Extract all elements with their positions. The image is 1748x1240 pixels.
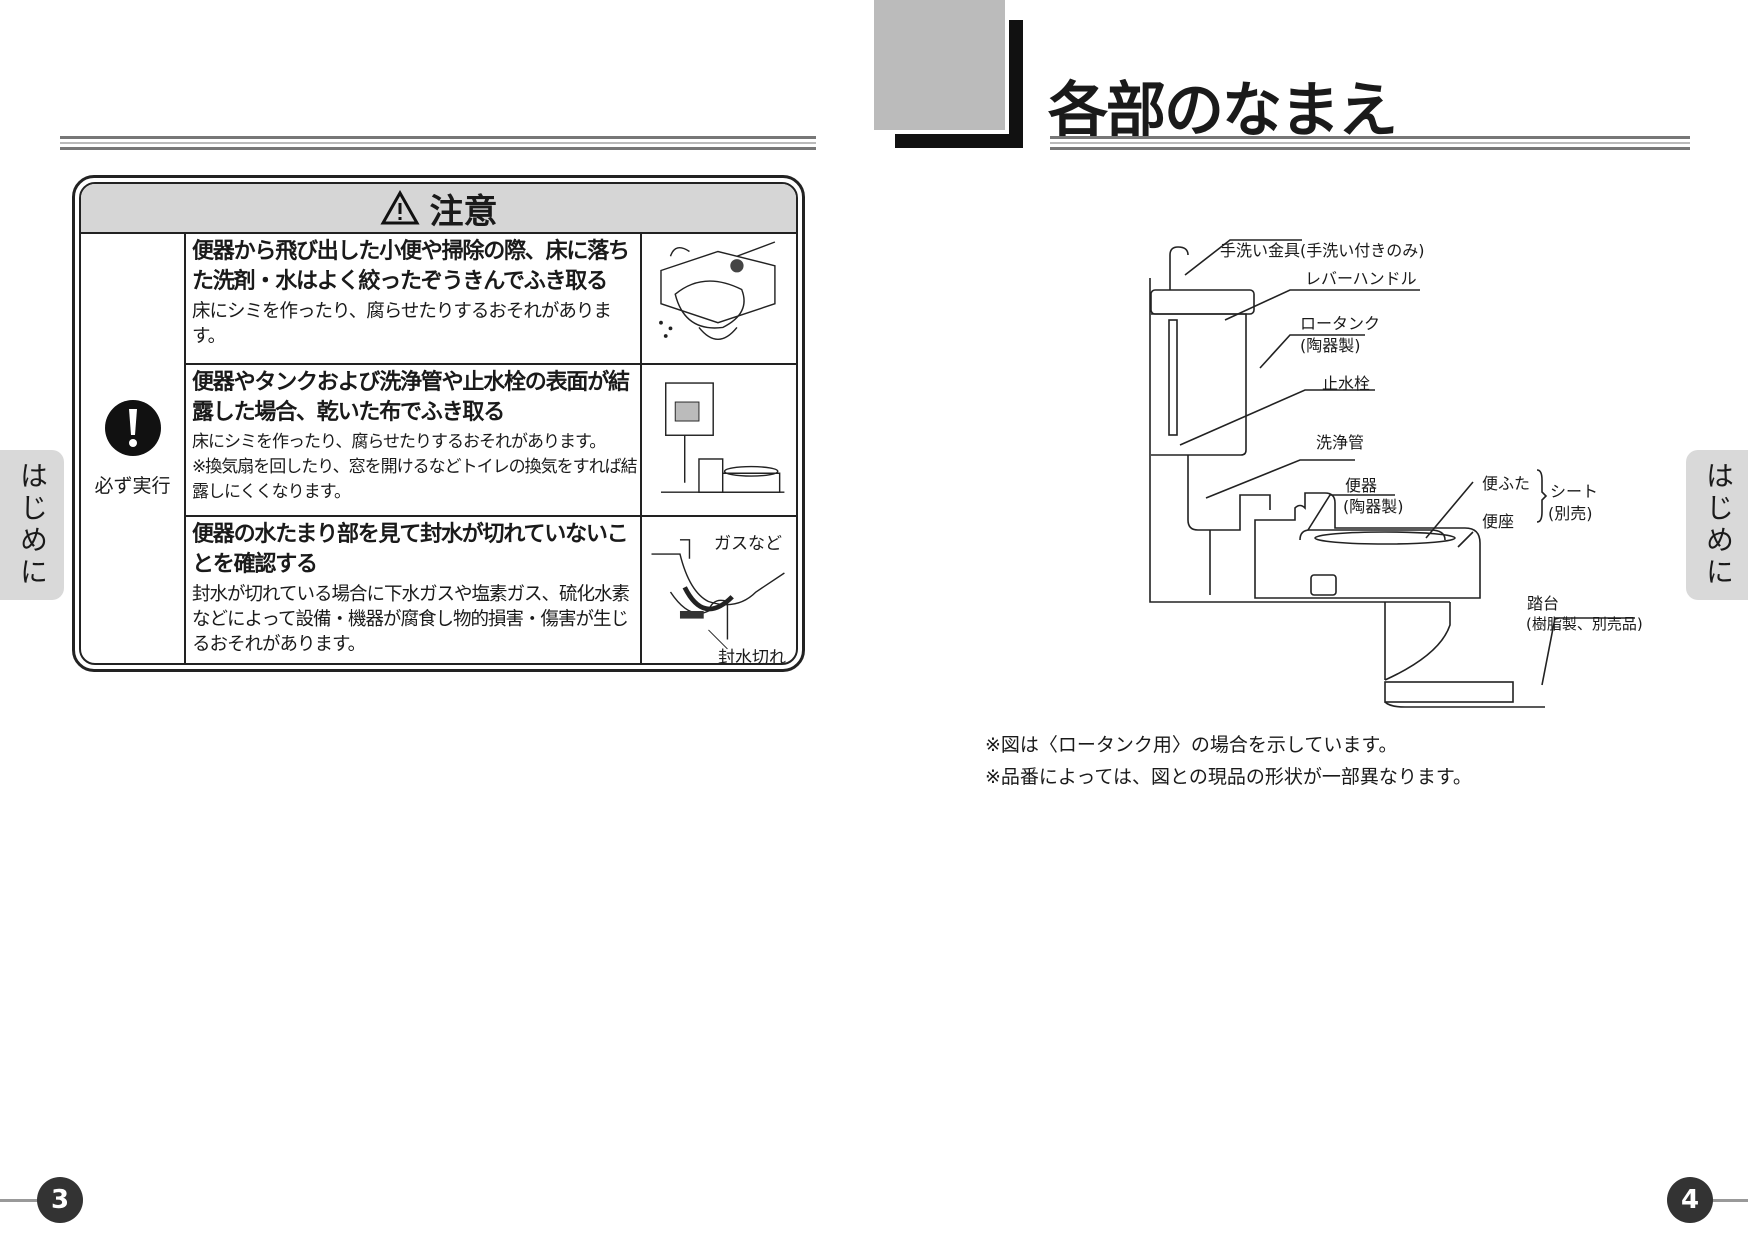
gas-label: ガスなど — [714, 534, 782, 554]
label-step: 踏台 — [1527, 594, 1560, 613]
side-tab-left[interactable]: はじめに — [0, 450, 64, 600]
label-lid: 便ふた — [1482, 474, 1531, 493]
title-block-gray — [874, 0, 1005, 130]
label-tank-material: (陶器製) — [1300, 336, 1361, 355]
label-seat-group: シート — [1550, 482, 1599, 501]
page-line-right — [1710, 1199, 1748, 1202]
diagram-note: ※品番によっては、図との現品の形状が一部異なります。 — [985, 766, 1472, 788]
title-block-black — [895, 20, 1023, 148]
label-faucet: 手洗い金具(手洗い付きのみ) — [1220, 241, 1425, 260]
header-rule-right — [1050, 136, 1690, 150]
seal-break-label: 封水切れ — [718, 648, 786, 665]
caution-title: 注意 — [429, 191, 498, 232]
diagram-note: ※図は〈ロータンク用〉の場合を示しています。 — [985, 734, 1398, 756]
label-valve: 止水栓 — [1322, 374, 1371, 393]
mandatory-label: 必ず実行 — [94, 475, 171, 497]
row-heading: 便器の水たまり部を見て封水が切れていないことを確認する — [192, 522, 629, 577]
caution-box: 注意 必ず実行 便器から飛び出した小便や掃除の際、床に落ちた洗剤・水はよく絞った… — [72, 175, 805, 672]
label-seat-group-note: (別売) — [1548, 504, 1593, 523]
label-seat: 便座 — [1482, 512, 1515, 531]
row-body: 封水が切れている場合に下水ガスや塩素ガス、硫化水素などによって設備・機器が腐食し… — [192, 584, 630, 655]
condensation-illustration — [640, 365, 796, 515]
row-body: 床にシミを作ったり、腐らせたりするおそれがあります。 — [192, 301, 612, 347]
row-note: ※換気扇を回したり、窓を開けるなどトイレの換気をすれば結露しにくくなります。 — [192, 457, 638, 502]
label-step-note: (樹脂製、別売品) — [1526, 615, 1643, 633]
wiping-floor-illustration — [640, 234, 796, 363]
toilet-parts-diagram: 手洗い金具(手洗い付きのみ) レバーハンドル ロータンク (陶器製) 止水栓 洗… — [1130, 220, 1690, 720]
caution-header: 注意 — [81, 184, 796, 234]
header-rule-left — [60, 136, 816, 150]
caution-row: 便器やタンクおよび洗浄管や止水栓の表面が結露した場合、乾いた布でふき取る床にシミ… — [186, 365, 796, 517]
label-tank: ロータンク — [1300, 314, 1381, 333]
label-bowl-material: (陶器製) — [1343, 497, 1404, 516]
label-pipe: 洗浄管 — [1316, 433, 1365, 452]
water-seal-illustration: ガスなど 封水切れ — [640, 517, 796, 665]
caution-row: 便器から飛び出した小便や掃除の際、床に落ちた洗剤・水はよく絞ったぞうきんでふき取… — [186, 234, 796, 365]
row-heading: 便器から飛び出した小便や掃除の際、床に落ちた洗剤・水はよく絞ったぞうきんでふき取… — [192, 239, 630, 294]
mandatory-column: 必ず実行 — [81, 234, 186, 663]
page-line-left — [0, 1199, 40, 1202]
exclamation-icon — [104, 400, 161, 456]
row-body: 床にシミを作ったり、腐らせたりするおそれがあります。 — [192, 432, 606, 452]
warning-triangle-icon — [379, 190, 420, 225]
page-number-right: 4 — [1667, 1177, 1713, 1223]
page-title: 各部のなまえ — [1048, 76, 1398, 146]
page-number-left: 3 — [37, 1177, 83, 1223]
side-tab-right[interactable]: はじめに — [1686, 450, 1748, 600]
row-heading: 便器やタンクおよび洗浄管や止水栓の表面が結露した場合、乾いた布でふき取る — [192, 370, 630, 425]
caution-row: 便器の水たまり部を見て封水が切れていないことを確認する封水が切れている場合に下水… — [186, 517, 796, 665]
label-bowl: 便器 — [1345, 476, 1378, 495]
label-lever: レバーハンドル — [1305, 269, 1417, 288]
